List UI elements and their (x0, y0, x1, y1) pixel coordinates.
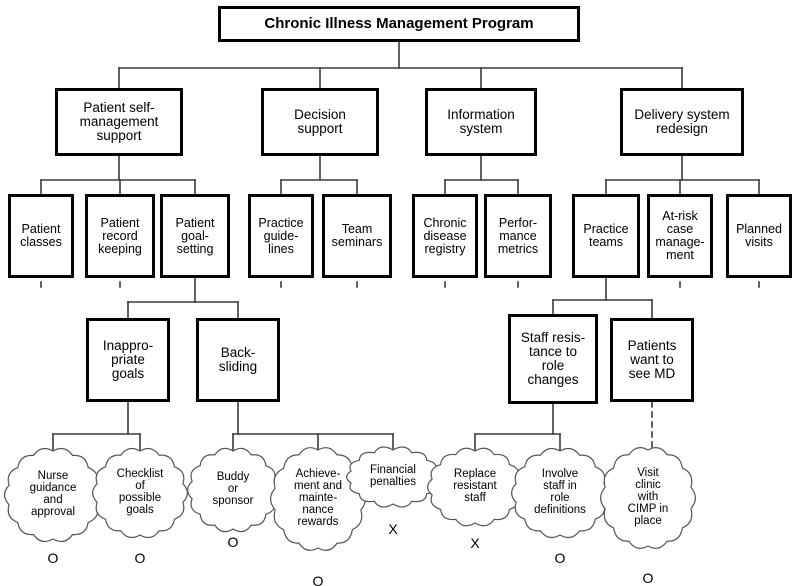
cloud-involve-staff-roles[interactable] (511, 447, 609, 539)
marker-checklist-goals: O (134, 550, 146, 566)
cloud-buddy-sponsor[interactable] (187, 447, 279, 533)
node-information-system-box[interactable] (425, 88, 537, 156)
marker-buddy-sponsor: O (227, 534, 239, 550)
cloud-checklist-goals[interactable] (92, 447, 188, 539)
node-back-sliding-box[interactable] (196, 318, 280, 402)
cloud-replace-resistant-staff[interactable] (427, 447, 523, 527)
node-self-management-box[interactable] (55, 88, 183, 156)
marker-replace-resistant-staff: X (470, 535, 480, 551)
marker-involve-staff-roles: O (554, 550, 566, 566)
cloud-achievement-rewards[interactable] (270, 447, 366, 551)
node-team-seminars-box[interactable] (322, 194, 392, 278)
marker-visit-clinic-cimp: O (642, 570, 654, 586)
node-practice-teams-box[interactable] (572, 194, 640, 278)
node-patient-classes-box[interactable] (8, 194, 74, 278)
cloud-nurse-guidance[interactable] (4, 447, 102, 543)
node-performance-metrics-box[interactable] (484, 194, 552, 278)
marker-nurse-guidance: O (47, 550, 59, 566)
marker-achievement-rewards: O (312, 573, 324, 586)
node-patient-goal-setting-box[interactable] (160, 194, 230, 278)
node-planned-visits-box[interactable] (726, 194, 792, 278)
node-delivery-redesign-box[interactable] (620, 88, 744, 156)
node-root-box[interactable] (218, 6, 580, 42)
node-patients-want-md-box[interactable] (610, 318, 694, 402)
cloud-financial-penalties[interactable] (346, 446, 440, 508)
node-decision-support-box[interactable] (261, 88, 379, 156)
cloud-visit-clinic-cimp[interactable] (600, 447, 696, 549)
node-chronic-disease-registry-box[interactable] (412, 194, 478, 278)
node-patient-record-keeping-box[interactable] (85, 194, 155, 278)
node-practice-guidelines-box[interactable] (248, 194, 314, 278)
node-at-risk-case-management-box[interactable] (647, 194, 713, 278)
node-inappropriate-goals-box[interactable] (86, 318, 170, 402)
node-staff-resistance-box[interactable] (508, 314, 598, 404)
marker-financial-penalties: X (388, 521, 398, 537)
